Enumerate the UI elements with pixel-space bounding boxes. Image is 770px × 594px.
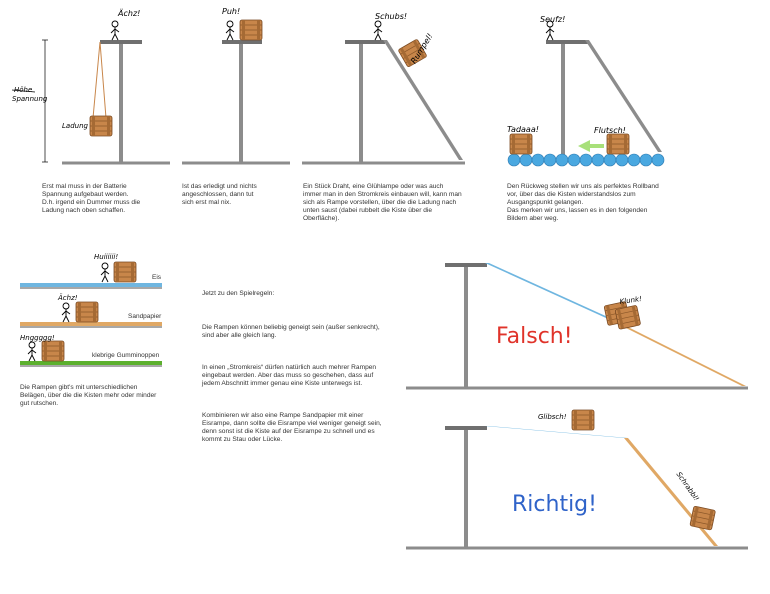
richtig-diagram: Richtig! Glibsch! Schrabbl! xyxy=(406,409,748,550)
roller-belt xyxy=(507,153,665,167)
rules-p3: Kombinieren wir also eine Rampe Sandpapi… xyxy=(202,412,382,443)
panel3-diagram: Schubs! Rumpel! xyxy=(302,12,465,165)
label-schubs: Schubs! xyxy=(375,12,407,21)
panel1-caption: Erst mal muss in der Batterie Spannung a… xyxy=(42,183,141,214)
sandpaper-surface xyxy=(20,322,162,326)
label-hoehe: Höhe xyxy=(14,86,32,94)
rules-intro: Jetzt zu den Spielregeln: xyxy=(202,290,275,297)
platform xyxy=(100,40,142,44)
ice-ramp xyxy=(485,263,610,318)
sandpaper-ramp xyxy=(606,318,746,386)
ramp xyxy=(383,40,463,160)
label-sandpapier: Sandpapier xyxy=(128,313,162,320)
label-klunk: Klunk! xyxy=(619,295,642,306)
pillar xyxy=(359,43,363,163)
surfaces-caption: Die Rampen gibt's mit unterschiedlichen … xyxy=(20,384,157,407)
panel1-diagram: Ächz! Höhe Spannung Ladung xyxy=(11,8,170,165)
platform xyxy=(445,263,487,267)
panel4-diagram: Seufz! Tadaaa! Flutsch! xyxy=(507,15,665,167)
charge-crate xyxy=(41,340,65,362)
label-hngg: Hnggggg! xyxy=(20,334,55,342)
arrow-left-icon xyxy=(578,140,604,152)
panel3-caption: Ein Stück Draht, eine Glühlampe oder was… xyxy=(303,183,462,222)
charge-crate xyxy=(509,133,533,155)
platform xyxy=(445,426,487,430)
charge-crate xyxy=(239,19,263,41)
ice-surface xyxy=(20,283,162,287)
label-ladung: Ladung xyxy=(62,122,89,130)
charge-crate xyxy=(89,115,113,137)
rubber-surface xyxy=(20,361,162,365)
label-eis: Eis xyxy=(152,274,162,281)
charge-crate xyxy=(113,261,137,283)
label-schrabbl: Schrabbl! xyxy=(675,470,701,502)
rules-p2: In einen „Stromkreis“ dürfen natürlich a… xyxy=(202,364,377,387)
charge-crate xyxy=(606,133,630,155)
panel2-caption: Ist das erledigt und nichts angeschlosse… xyxy=(182,183,257,206)
charge-crate xyxy=(75,301,99,323)
charge-crate xyxy=(689,505,717,531)
label-achz-sand: Ächz! xyxy=(57,293,78,302)
label-seufz: Seufz! xyxy=(540,15,565,24)
strikethrough xyxy=(11,89,36,93)
pillar xyxy=(561,43,565,155)
label-puh: Puh! xyxy=(222,7,240,16)
platform xyxy=(546,40,588,44)
panel2-diagram: Puh! xyxy=(182,7,290,165)
pillar xyxy=(119,43,123,163)
stick-figure xyxy=(110,20,120,41)
stick-figure xyxy=(373,20,383,41)
platform xyxy=(222,40,262,44)
label-gumminoppen: klebrige Gumminoppen xyxy=(92,352,160,359)
charge-crate xyxy=(571,409,595,431)
label-achz: Ächz! xyxy=(117,8,140,18)
pillar xyxy=(239,43,243,163)
pillar xyxy=(464,429,468,548)
label-huii: Huiiiiii! xyxy=(94,253,118,261)
stick-figure xyxy=(100,262,110,283)
richtig-title: Richtig! xyxy=(512,492,597,517)
falsch-diagram: Falsch! Klunk! xyxy=(406,263,748,390)
stick-figure xyxy=(61,302,71,323)
charge-crate xyxy=(614,304,642,330)
ice-ramp xyxy=(485,426,628,438)
label-spannung: Spannung xyxy=(12,95,48,103)
stick-figure xyxy=(27,341,37,362)
pillar xyxy=(464,266,468,388)
platform xyxy=(345,40,385,44)
label-tadaaa: Tadaaa! xyxy=(507,125,539,134)
falsch-title: Falsch! xyxy=(496,324,573,349)
rules-p1: Die Rampen können beliebig geneigt sein … xyxy=(202,324,380,339)
label-flutsch: Flutsch! xyxy=(594,126,626,135)
panel4-caption: Den Rückweg stellen wir uns als perfekte… xyxy=(507,183,659,222)
stick-figure xyxy=(225,20,235,41)
rope xyxy=(92,41,101,119)
sandpaper-ramp xyxy=(624,438,718,546)
ramp xyxy=(585,40,662,152)
surfaces-diagram: Huiiiiii! Eis Ächz! Sandpapier Hnggggg! … xyxy=(20,253,162,367)
label-glibsch: Glibsch! xyxy=(538,413,567,421)
rules-text: Jetzt zu den Spielregeln: Die Rampen kön… xyxy=(202,282,392,452)
